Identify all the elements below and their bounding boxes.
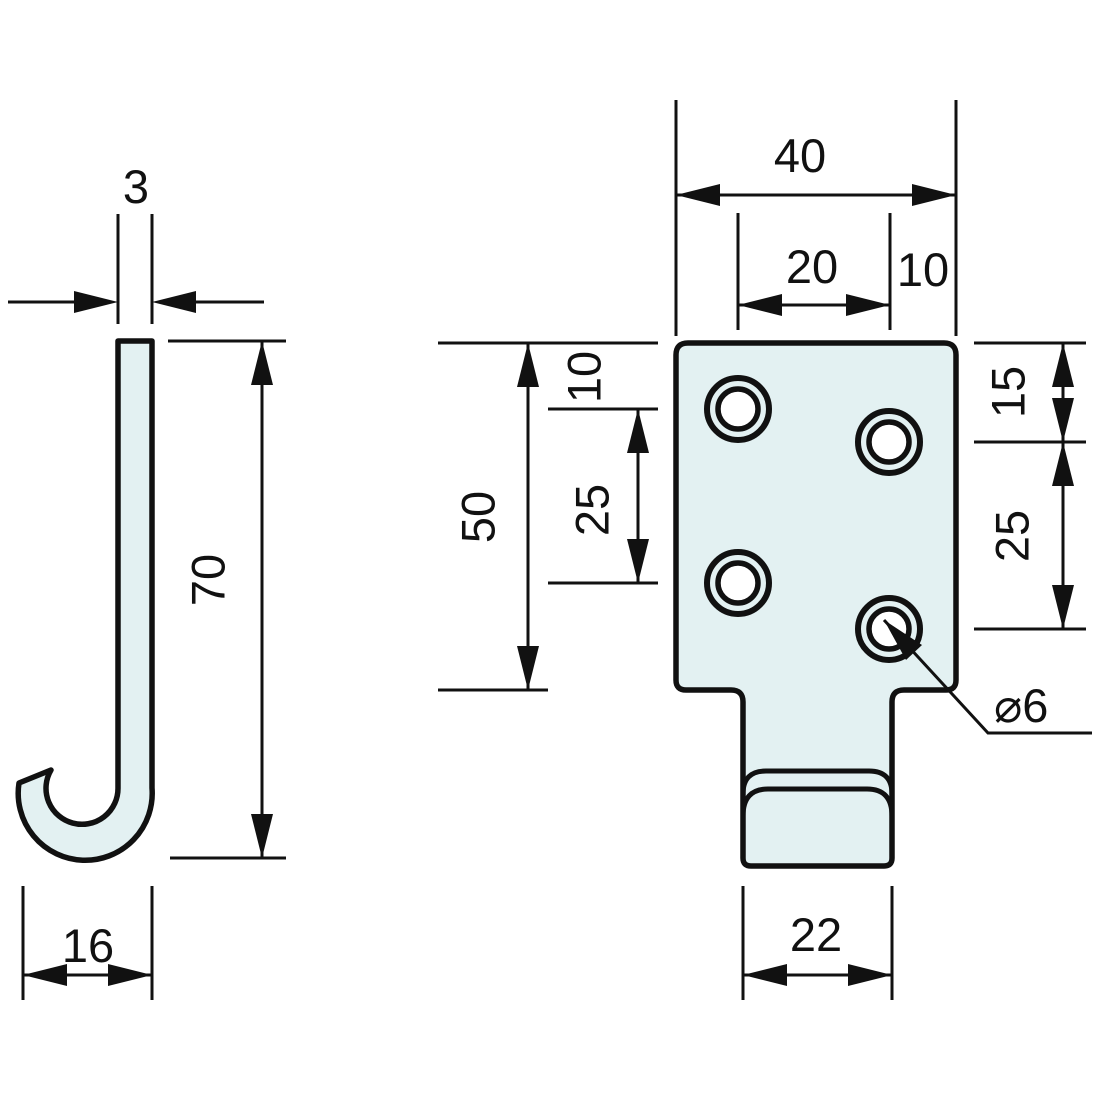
- dim-hole-diameter-value: ⌀6: [994, 679, 1048, 732]
- leader-line: [882, 618, 1092, 735]
- dim-stem-width: 22: [741, 886, 894, 1000]
- dim-stem-width-value: 22: [790, 908, 842, 961]
- arrowhead: [251, 814, 273, 858]
- arrowhead: [108, 964, 152, 986]
- arrowhead: [1052, 442, 1074, 486]
- dim-hole-top-offset-right-value: 15: [982, 366, 1035, 418]
- hole: [715, 560, 761, 606]
- hole-countersink: [855, 595, 923, 663]
- arrowhead: [152, 291, 196, 313]
- arrowhead: [912, 184, 956, 206]
- arrowhead: [1052, 585, 1074, 629]
- arrowhead: [251, 341, 273, 385]
- arrowhead: [627, 409, 649, 453]
- dim-thickness: 3: [8, 160, 264, 324]
- arrowhead: [74, 291, 118, 313]
- hook-side-profile: [15, 338, 155, 863]
- dim-holes-left: 10 25: [548, 351, 658, 585]
- dim-hole-spacing-left-value: 25: [566, 484, 619, 536]
- dim-plate-width-value: 40: [774, 129, 826, 182]
- side-view: 3 70 16: [8, 160, 286, 1000]
- arrowhead: [627, 539, 649, 583]
- dim-depth-value: 16: [62, 919, 114, 972]
- hole: [715, 386, 761, 432]
- dim-hole-top-offset-left-value: 10: [558, 351, 611, 403]
- bend-line: [740, 786, 895, 817]
- arrowhead: [517, 343, 539, 387]
- hole: [866, 419, 912, 465]
- dim-thickness-value: 3: [123, 160, 149, 213]
- arrowhead: [846, 294, 890, 316]
- dim-hole-spacing-h: 20 10: [736, 213, 949, 330]
- arrowhead: [676, 184, 720, 206]
- arrowhead: [884, 620, 922, 660]
- arrowhead: [1052, 398, 1074, 442]
- arrowhead: [848, 964, 892, 986]
- dim-holes-right: 15 25: [974, 341, 1086, 631]
- arrowhead: [517, 646, 539, 690]
- dim-hole-edge-offset-value: 10: [897, 243, 949, 296]
- arrowhead: [743, 964, 787, 986]
- front-view: 40 20 10 50 10 25: [438, 100, 1092, 1000]
- arrowhead: [738, 294, 782, 316]
- hole-countersink: [855, 408, 923, 476]
- dim-hole-spacing-h-value: 20: [786, 240, 838, 293]
- arrowhead: [23, 964, 67, 986]
- dim-height-value: 70: [182, 554, 235, 606]
- dim-plate-height: 50: [438, 341, 658, 692]
- bend-line: [740, 768, 895, 795]
- hole-countersink: [704, 549, 772, 617]
- dim-depth: 16: [21, 886, 154, 1000]
- dim-plate-height-value: 50: [452, 491, 505, 543]
- dim-hole-diameter: ⌀6: [882, 618, 1092, 735]
- dim-height: 70: [168, 339, 286, 860]
- dim-hole-spacing-right-value: 25: [986, 510, 1039, 562]
- arrowhead: [1052, 343, 1074, 387]
- hole-countersink: [704, 375, 772, 443]
- dim-plate-width: 40: [674, 100, 958, 336]
